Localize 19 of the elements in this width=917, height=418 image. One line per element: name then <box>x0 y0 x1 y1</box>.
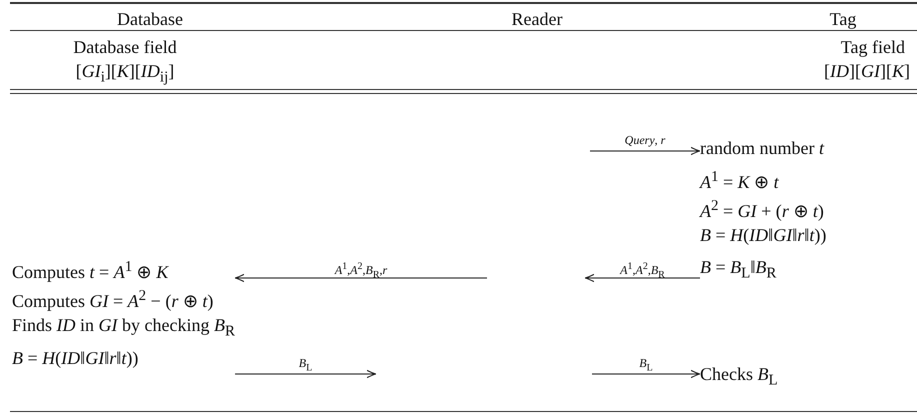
column-heading: Database <box>117 8 183 30</box>
edge-label: Query, r <box>624 133 666 147</box>
formula-text: random number t <box>700 137 826 159</box>
formula-text: A$^{1}$ = K ⊕ t <box>700 168 780 188</box>
edge-label: B$_{L}$ <box>298 356 312 376</box>
edge-label: B$_{L}$ <box>639 356 653 376</box>
formula-text: Checks B$_{L}$ <box>700 363 778 392</box>
field-label: [GI$_{i}$][K][ID$_{ij}$] <box>76 60 174 88</box>
formula-text: B = B$_{L}$‖B$_{R}$ <box>700 256 776 285</box>
edge-label: A$^{1}$,A$^{2}$,B$_{R}$,r <box>334 260 388 282</box>
formula-text: B = H(ID‖GI‖r‖t)) <box>700 224 826 246</box>
formula-text: Finds ID in GI by checking B$_{R}$ <box>12 314 236 336</box>
field-label: Database field <box>73 36 177 58</box>
edge-label: A$^{1}$,A$^{2}$,B$_{R}$ <box>620 260 665 282</box>
column-heading: Tag <box>830 8 856 30</box>
formula-text: B = H(ID‖GI‖r‖t)) <box>12 347 140 369</box>
field-label: Tag field <box>840 36 905 58</box>
column-heading: Reader <box>512 8 562 30</box>
field-label: [ID][GI][K] <box>824 60 910 82</box>
